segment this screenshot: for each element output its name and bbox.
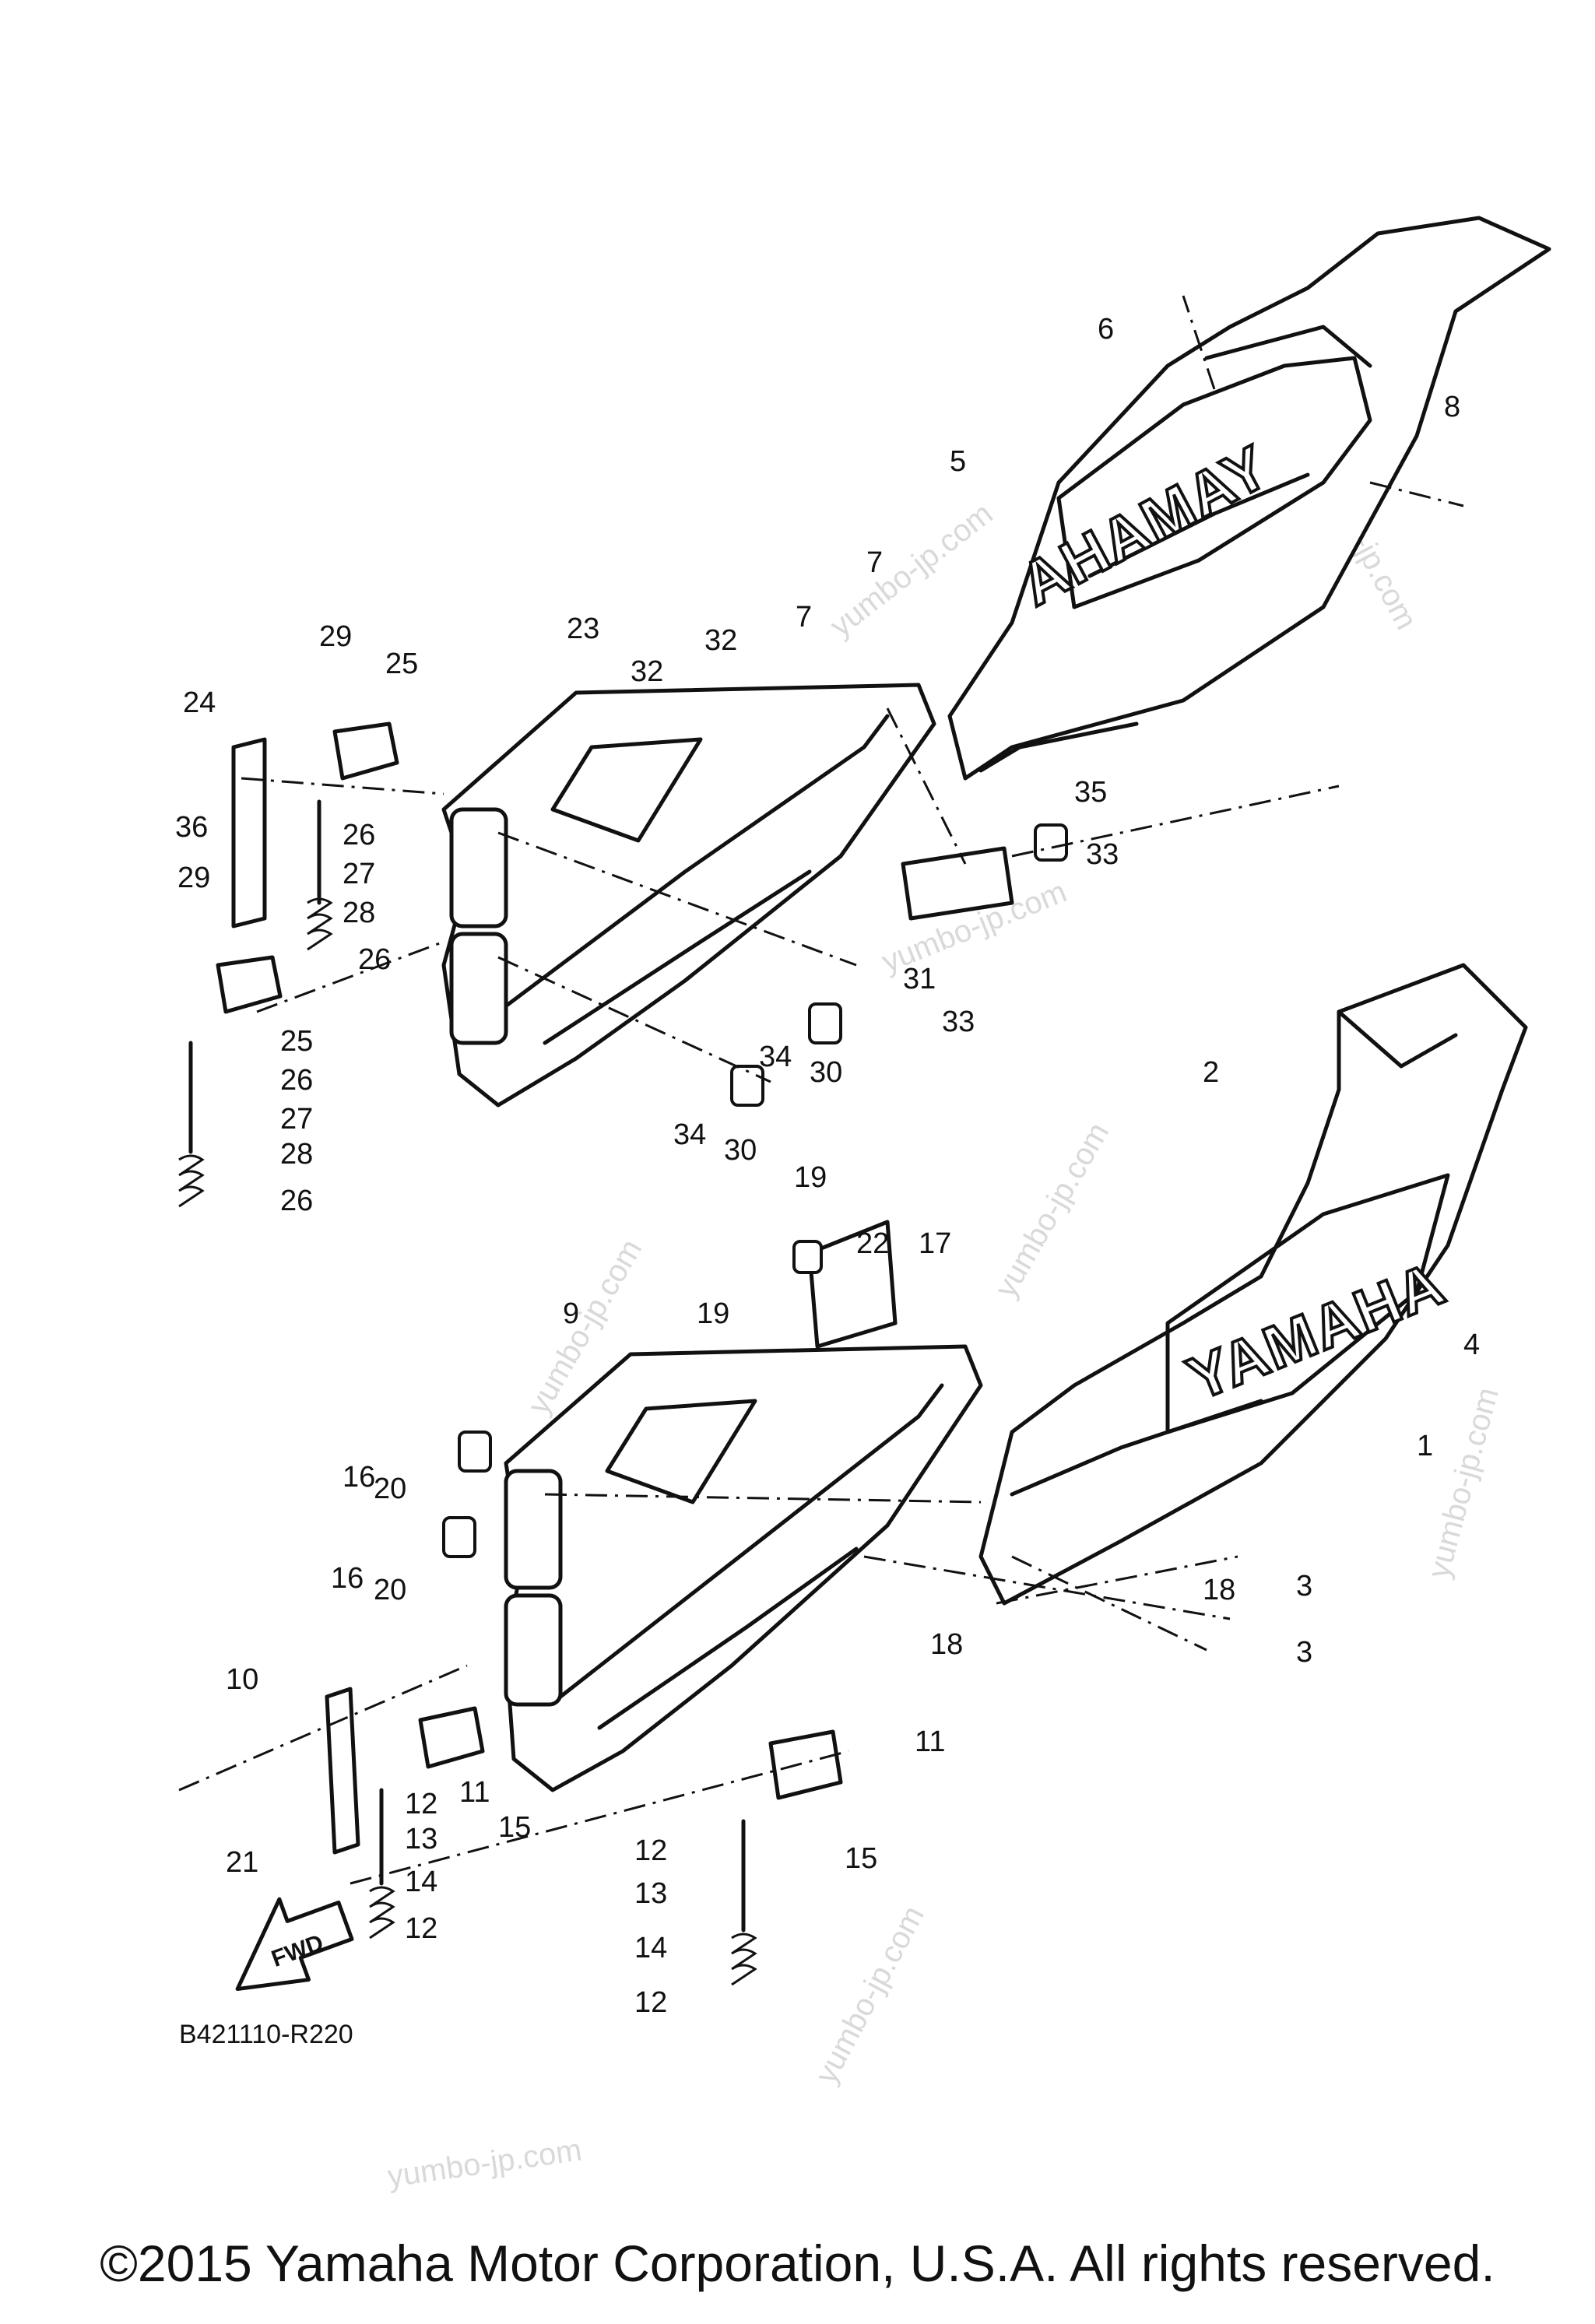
callout-16: 16 — [343, 1461, 375, 1494]
callout-19: 19 — [794, 1161, 827, 1194]
callout-12: 12 — [405, 1912, 437, 1945]
callout-21: 21 — [226, 1846, 258, 1879]
latch-brackets — [442, 823, 1068, 1558]
callout-18: 18 — [1203, 1574, 1235, 1606]
lower-hinge-assembly — [325, 1687, 843, 1986]
callout-13: 13 — [405, 1823, 437, 1855]
upper-side-panel: AHAMAY — [947, 216, 1551, 781]
upper-hinge-assembly — [178, 721, 399, 1208]
callout-32: 32 — [704, 624, 737, 657]
watermark: yumbo-jp.com — [1421, 1384, 1505, 1582]
callout-20: 20 — [374, 1473, 406, 1505]
callout-30: 30 — [724, 1134, 757, 1167]
callout-29: 29 — [319, 620, 352, 653]
callout-12: 12 — [634, 1986, 667, 2019]
callout-35: 35 — [1074, 776, 1107, 809]
callout-9: 9 — [563, 1297, 579, 1330]
callout-26: 26 — [343, 819, 375, 851]
callout-34: 34 — [673, 1118, 706, 1151]
callout-25: 25 — [385, 648, 418, 680]
callout-15: 15 — [498, 1811, 531, 1844]
callout-29: 29 — [177, 862, 210, 894]
watermark: yumbo-jp.com — [824, 497, 999, 644]
callout-25: 25 — [280, 1025, 313, 1058]
assembly-lines — [178, 295, 1464, 1885]
callout-4: 4 — [1463, 1329, 1480, 1361]
callout-18: 18 — [930, 1628, 963, 1661]
callout-23: 23 — [567, 613, 599, 645]
callout-1: 1 — [1417, 1430, 1433, 1462]
callout-28: 28 — [343, 897, 375, 929]
callout-22: 22 — [856, 1227, 889, 1260]
callout-19: 19 — [697, 1297, 729, 1330]
callout-31: 31 — [903, 963, 936, 995]
watermark: yumbo-jp.com — [989, 1117, 1116, 1304]
callout-10: 10 — [226, 1663, 258, 1696]
callout-13: 13 — [634, 1877, 667, 1910]
diagram-code: B421110-R220 — [179, 2020, 353, 2049]
callout-34: 34 — [759, 1041, 792, 1073]
callout-6: 6 — [1098, 313, 1114, 346]
callout-24: 24 — [183, 686, 216, 719]
callout-14: 14 — [634, 1932, 667, 1964]
callout-3: 3 — [1296, 1636, 1312, 1669]
callout-28: 28 — [280, 1138, 313, 1171]
callout-15: 15 — [845, 1842, 877, 1875]
callout-16: 16 — [331, 1562, 364, 1595]
callout-5: 5 — [950, 445, 966, 478]
callout-12: 12 — [634, 1834, 667, 1867]
callout-26: 26 — [280, 1064, 313, 1097]
callout-27: 27 — [343, 858, 375, 890]
callout-8: 8 — [1444, 391, 1460, 423]
copyright-notice: ©2015 Yamaha Motor Corporation, U.S.A. A… — [100, 2234, 1495, 2292]
callout-17: 17 — [919, 1227, 951, 1260]
callout-33: 33 — [942, 1006, 975, 1038]
lower-door — [504, 1344, 983, 1792]
callout-11: 11 — [459, 1776, 490, 1809]
fwd-arrow: FWD — [235, 1897, 354, 1992]
callout-36: 36 — [175, 811, 208, 844]
watermark: yumbo-jp.com — [385, 2133, 584, 2194]
callout-14: 14 — [405, 1866, 437, 1898]
callout-2: 2 — [1203, 1056, 1219, 1089]
callout-7: 7 — [866, 546, 883, 579]
callout-33: 33 — [1086, 838, 1119, 871]
callout-26: 26 — [358, 943, 391, 976]
callout-3: 3 — [1296, 1570, 1312, 1603]
callout-11: 11 — [915, 1725, 945, 1758]
callout-20: 20 — [374, 1574, 406, 1606]
callouts: 1 2 3 3 4 5 6 7 7 8 9 10 11 11 12 12 12 … — [175, 313, 1480, 2019]
callout-7: 7 — [796, 601, 812, 634]
callout-12: 12 — [405, 1788, 437, 1820]
watermark: yumbo-jp.com — [809, 1901, 931, 2089]
callout-30: 30 — [810, 1056, 842, 1089]
callout-32: 32 — [631, 655, 663, 688]
upper-door — [441, 683, 936, 1108]
callout-26: 26 — [280, 1185, 313, 1217]
callout-27: 27 — [280, 1103, 313, 1136]
